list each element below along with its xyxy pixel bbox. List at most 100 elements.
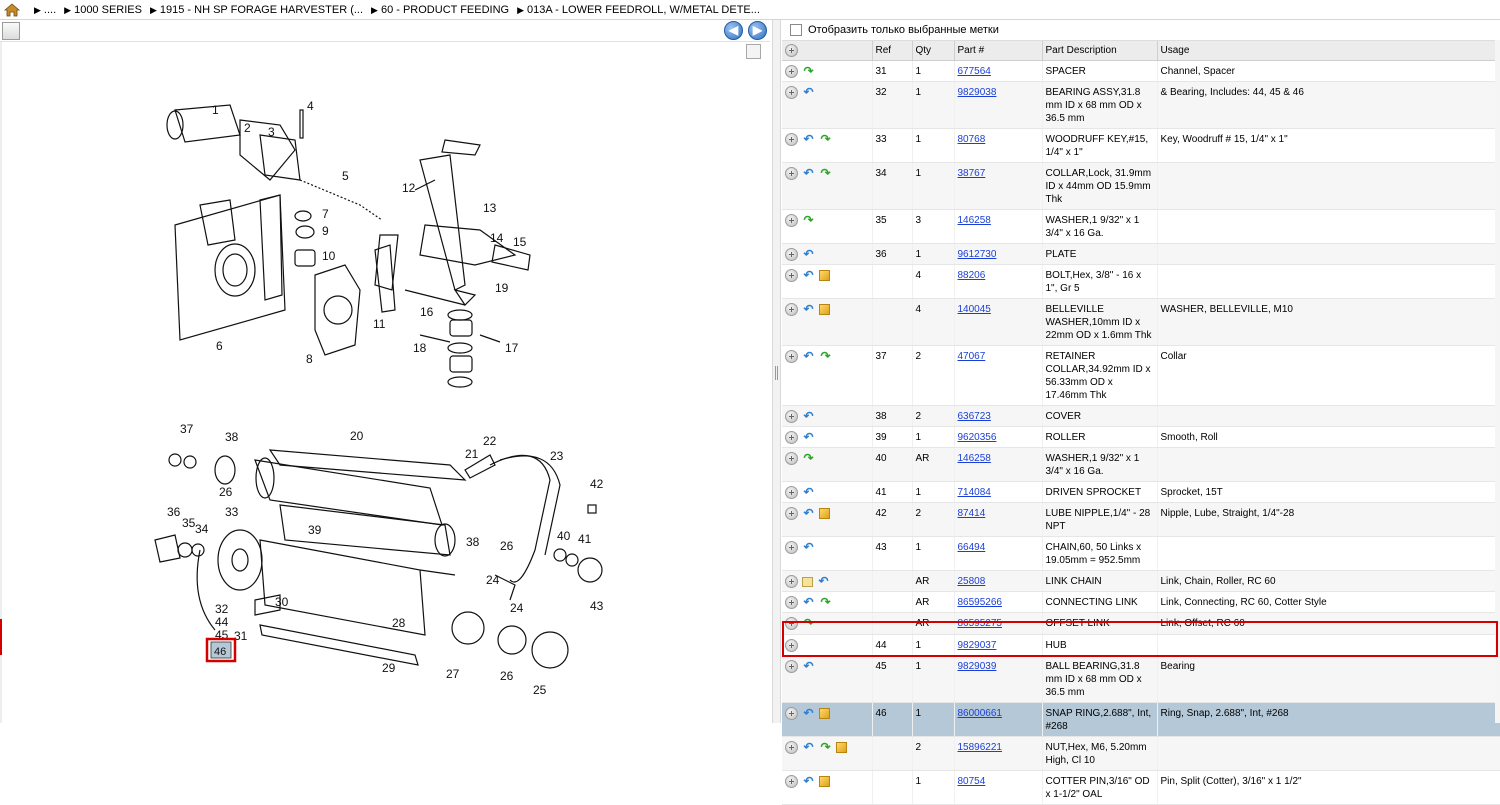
arrow-right-icon[interactable]: ▶ [748,21,767,40]
part-number-link[interactable]: 80754 [957,775,986,787]
expand-row-icon[interactable] [785,596,798,610]
expand-row-icon[interactable] [785,774,798,788]
back-arrow-icon[interactable]: ↶ [803,246,814,261]
back-arrow-icon[interactable]: ↶ [803,131,814,146]
part-number-link[interactable]: 9620356 [957,431,997,443]
expand-row-icon[interactable] [785,486,798,500]
forward-arrow-icon[interactable]: ↷ [803,63,814,78]
house-icon[interactable] [4,2,20,17]
expand-row-icon[interactable] [785,638,798,652]
part-number-link[interactable]: 86000661 [957,707,1003,719]
expand-row-icon[interactable] [785,452,798,466]
back-arrow-icon[interactable]: ↶ [803,429,814,444]
part-number-link[interactable]: 38767 [957,167,986,179]
expand-row-icon[interactable] [785,409,798,423]
part-number-link[interactable]: 636723 [957,410,991,422]
forward-arrow-icon[interactable]: ↷ [820,595,831,610]
part-number-link[interactable]: 9829039 [957,660,997,672]
back-arrow-icon[interactable]: ↶ [803,705,814,720]
part-number-link[interactable]: 86595275 [957,618,1003,630]
col-usage[interactable]: Usage [1157,41,1500,61]
scroll-corner[interactable] [746,44,761,59]
part-number-link[interactable]: 146258 [957,214,991,226]
splitter-grip-icon[interactable] [775,366,778,380]
part-number-link[interactable]: 25808 [957,576,986,588]
expand-row-icon[interactable] [785,541,798,555]
print-icon[interactable] [2,22,20,40]
part-number-link[interactable]: 47067 [957,350,986,362]
package-icon[interactable] [819,508,830,520]
show-selected-checkbox[interactable] [790,24,802,36]
back-arrow-icon[interactable]: ↶ [803,301,814,316]
back-arrow-icon[interactable]: ↶ [803,348,814,363]
package-icon[interactable] [819,707,830,719]
back-arrow-icon[interactable]: ↶ [803,739,814,754]
part-number-link[interactable]: 80768 [957,133,986,145]
forward-arrow-icon[interactable]: ↷ [803,616,814,631]
col-part[interactable]: Part # [954,41,1043,61]
back-arrow-icon[interactable]: ↶ [818,574,829,589]
part-number-link[interactable]: 86595266 [957,597,1003,609]
part-number-link[interactable]: 677564 [957,65,991,77]
expand-row-icon[interactable] [785,132,798,146]
back-arrow-icon[interactable]: ↶ [803,485,814,500]
forward-arrow-icon[interactable]: ↷ [803,212,814,227]
expand-row-icon[interactable] [785,302,798,316]
expand-row-icon[interactable] [785,659,798,673]
expand-row-icon[interactable] [785,575,798,589]
arrow-left-icon[interactable]: ◀ [724,21,743,40]
part-number-link[interactable]: 87414 [957,508,986,520]
col-qty[interactable]: Qty [912,41,955,61]
expand-row-icon[interactable] [785,507,798,521]
part-number-link[interactable]: 9829037 [957,639,997,651]
forward-arrow-icon[interactable]: ↷ [820,739,831,754]
expand-all-icon[interactable] [785,43,798,57]
expand-row-icon[interactable] [785,85,798,99]
back-arrow-icon[interactable]: ↶ [803,506,814,521]
parts-scrollbar[interactable] [1495,40,1500,723]
part-number-link[interactable]: 146258 [957,453,991,465]
forward-arrow-icon[interactable]: ↷ [820,348,831,363]
breadcrumb-item[interactable]: 1000 SERIES [64,4,142,16]
col-desc[interactable]: Part Description [1042,41,1158,61]
part-number-link[interactable]: 140045 [957,303,991,315]
package-icon[interactable] [819,303,830,315]
package-icon[interactable] [836,741,847,753]
part-number-link[interactable]: 714084 [957,487,991,499]
expand-row-icon[interactable] [785,349,798,363]
expand-row-icon[interactable] [785,617,798,631]
breadcrumb-item[interactable]: 013A - LOWER FEEDROLL, W/METAL DETE... [517,4,760,16]
back-arrow-icon[interactable]: ↶ [803,773,814,788]
breadcrumb-item[interactable]: 60 - PRODUCT FEEDING [371,4,509,16]
expand-row-icon[interactable] [785,268,798,282]
forward-arrow-icon[interactable]: ↷ [820,131,831,146]
expand-row-icon[interactable] [785,247,798,261]
package-icon[interactable] [819,775,830,787]
pane-splitter[interactable] [772,20,781,723]
expand-row-icon[interactable] [785,706,798,720]
back-arrow-icon[interactable]: ↶ [803,658,814,673]
back-arrow-icon[interactable]: ↶ [803,267,814,282]
expand-row-icon[interactable] [785,740,798,754]
expand-all-header[interactable] [782,41,873,61]
expand-row-icon[interactable] [785,430,798,444]
part-number-link[interactable]: 88206 [957,269,986,281]
part-number-link[interactable]: 9829038 [957,86,997,98]
